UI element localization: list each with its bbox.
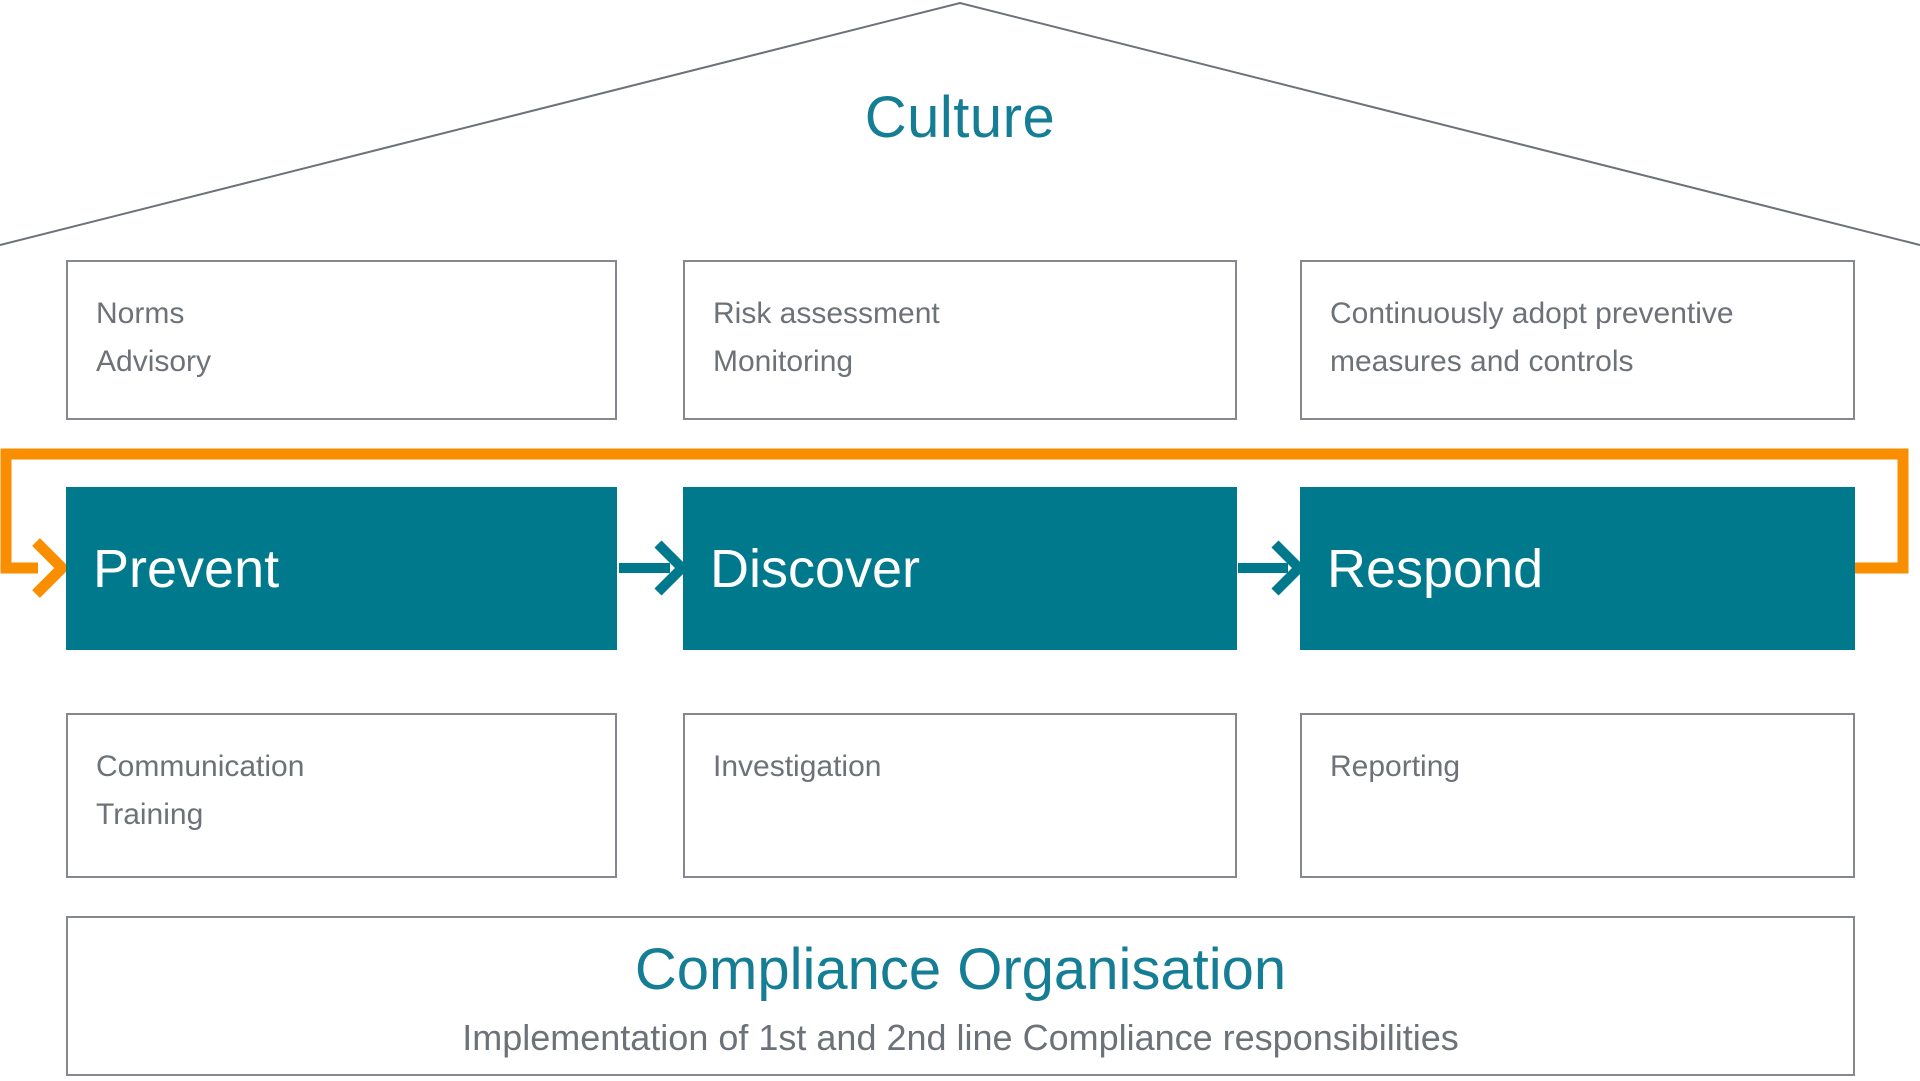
box-line: Investigation — [713, 750, 882, 783]
box-line: Continuously adopt preventive measures a… — [1330, 297, 1734, 378]
box-line: Training — [96, 798, 204, 831]
box-line: Norms — [96, 297, 185, 330]
stage-label: Discover — [710, 538, 921, 599]
stage-respond: Respond — [1300, 487, 1855, 650]
box-risk-assessment-monitoring: Risk assessment Monitoring — [683, 260, 1237, 420]
box-line: Communication — [96, 750, 305, 783]
stage-label: Respond — [1327, 538, 1544, 599]
compliance-organisation-box: Compliance Organisation Implementation o… — [66, 916, 1855, 1076]
box-line: Advisory — [96, 345, 212, 378]
flow-arrowhead-icon — [654, 540, 690, 596]
box-communication-training: Communication Training — [66, 713, 617, 878]
flow-arrowhead-icon — [1271, 540, 1307, 596]
compliance-organisation-subtitle: Implementation of 1st and 2nd line Compl… — [462, 1017, 1459, 1058]
box-preventive-measures: Continuously adopt preventive measures a… — [1300, 260, 1855, 420]
culture-label: Culture — [864, 85, 1056, 150]
box-line: Reporting — [1330, 750, 1461, 783]
box-line: Monitoring — [713, 345, 854, 378]
box-investigation: Investigation — [683, 713, 1237, 878]
feedback-loop-arrowhead-icon — [32, 538, 70, 598]
stage-label: Prevent — [93, 538, 280, 599]
box-norms-advisory: Norms Advisory — [66, 260, 617, 420]
box-reporting: Reporting — [1300, 713, 1855, 878]
stage-discover: Discover — [683, 487, 1237, 650]
box-line: Risk assessment — [713, 297, 940, 330]
compliance-organisation-title: Compliance Organisation — [634, 937, 1287, 1002]
stage-prevent: Prevent — [66, 487, 617, 650]
